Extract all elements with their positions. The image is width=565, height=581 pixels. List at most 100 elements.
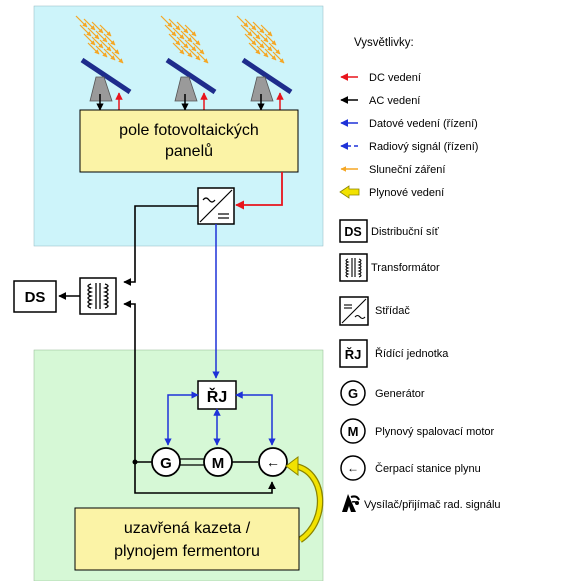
legend-rj-text: ŘJ: [345, 347, 362, 362]
pv-panel: [241, 57, 293, 111]
sun-ray-arrow: [264, 48, 277, 61]
legend-gas: Plynové vedení: [369, 187, 444, 199]
legend: Vysvětlivky: DC vedení AC vedení Datové …: [339, 37, 501, 512]
pv-field-box: [79, 109, 299, 173]
pump-arrow-label: ←: [266, 454, 280, 470]
rj-label: ŘJ: [207, 387, 227, 406]
generator-icon: [340, 380, 366, 406]
gas-engine-icon: M: [203, 447, 233, 477]
sun-ray-arrow: [91, 21, 104, 34]
sun-ray-arrow: [91, 36, 104, 49]
legend-radio: Radiový signál (řízení): [369, 141, 478, 153]
pv-panel: [80, 57, 132, 111]
ac-line: [123, 300, 152, 463]
sun-ray-arrow: [107, 42, 120, 55]
sun-ray-arrow: [256, 30, 269, 43]
sun-ray-arrow: [164, 24, 177, 37]
legend-g-text: G: [348, 386, 358, 401]
legend-dc: DC vedení: [369, 72, 421, 84]
sun-ray-arrow: [87, 27, 100, 40]
legend-antenna: Vysílač/přijímač rad. signálu: [364, 499, 501, 511]
sun-ray-arrow: [184, 39, 197, 52]
sun-ray-arrow: [83, 33, 96, 46]
sun-ray-arrow: [176, 21, 189, 34]
cassette-box: [74, 507, 300, 571]
sun-ray-arrow: [99, 39, 112, 52]
pv-field-label-line2: panelů: [165, 142, 213, 160]
legend-transformer: Transformátor: [371, 262, 440, 274]
gas-pump-station-icon: [340, 455, 366, 481]
sun-ray-arrow: [95, 45, 108, 58]
ac-line: [123, 205, 198, 286]
sun-ray-arrow: [83, 18, 96, 31]
sun-ray-arrow: [103, 48, 116, 61]
generator-label: G: [160, 455, 172, 472]
sun-ray-arrow: [184, 24, 197, 37]
sun-ray-arrow: [248, 42, 261, 55]
legend-pump: Čerpací stanice plynu: [375, 462, 481, 475]
data-line: [164, 391, 199, 446]
sun-ray-arrow: [168, 33, 181, 46]
sun-ray-arrow: [99, 24, 112, 37]
transformer-icon: [79, 277, 117, 315]
legend-inverter: Střídač: [375, 305, 410, 317]
engine-label: M: [212, 455, 225, 472]
sun-ray-arrow: [252, 21, 265, 34]
legend-m-text: M: [348, 424, 359, 439]
legend-data: Datové vedení (řízení): [369, 118, 478, 130]
legend-ds-text: DS: [344, 225, 361, 239]
sun-ray-arrow: [75, 15, 88, 28]
ds-label: DS: [25, 289, 46, 306]
sun-ray-arrow: [264, 33, 277, 46]
sun-ray-arrow: [240, 24, 253, 37]
cassette-label-line2: plynojem fermentoru: [114, 543, 260, 560]
sun-ray-arrow: [111, 51, 124, 64]
generator-icon: G: [151, 447, 181, 477]
sun-ray-arrow: [160, 15, 173, 28]
legend-generator: Generátor: [375, 388, 425, 400]
sun-ray-arrow: [180, 30, 193, 43]
inverter-icon: [197, 187, 235, 225]
control-unit-icon: [339, 339, 368, 368]
sun-rays: [75, 15, 285, 64]
sun-ray-arrow: [236, 15, 249, 28]
distribution-grid-icon: [339, 219, 368, 243]
sun-ray-arrow: [256, 45, 269, 58]
pv-field-label-line1: pole fotovoltaických: [119, 122, 259, 139]
distribution-grid-box: [13, 280, 57, 313]
legend-ds: Distribuční síť: [371, 226, 440, 238]
sun-ray-arrow: [268, 42, 281, 55]
sun-ray-arrow: [244, 18, 257, 31]
sun-ray-arrow: [188, 33, 201, 46]
sun-ray-arrow: [260, 24, 273, 37]
sun-ray-arrow: [260, 39, 273, 52]
cassette-label-line1: uzavřená kazeta /: [124, 520, 251, 537]
ac-line: [134, 462, 276, 494]
legend-sun: Sluneční záření: [369, 164, 445, 176]
dc-line: [235, 172, 283, 210]
sun-ray-arrow: [180, 45, 193, 58]
sun-ray-arrow: [172, 42, 185, 55]
gas-engine-icon: [340, 418, 366, 444]
sun-ray-arrow: [244, 33, 257, 46]
sun-ray-arrow: [272, 51, 285, 64]
sun-ray-arrow: [79, 24, 92, 37]
sun-ray-arrow: [192, 42, 205, 55]
legend-pump-text: ←: [347, 461, 359, 475]
transformer-icon: [339, 253, 368, 282]
sun-ray-arrow: [103, 33, 116, 46]
sun-ray-arrow: [248, 27, 261, 40]
pv-panel: [165, 57, 217, 111]
sun-ray-arrow: [87, 42, 100, 55]
yellow-arrow-icon: [339, 185, 360, 199]
antenna-icon: [342, 494, 360, 512]
sun-ray-arrow: [176, 36, 189, 49]
sun-ray-arrow: [252, 36, 265, 49]
legend-title: Vysvětlivky:: [354, 37, 414, 49]
sun-ray-arrow: [95, 30, 108, 43]
sun-ray-arrow: [196, 51, 209, 64]
legend-control-unit: Řídící jednotka: [375, 347, 449, 360]
sun-ray-arrow: [188, 48, 201, 61]
sun-ray-arrow: [172, 27, 185, 40]
